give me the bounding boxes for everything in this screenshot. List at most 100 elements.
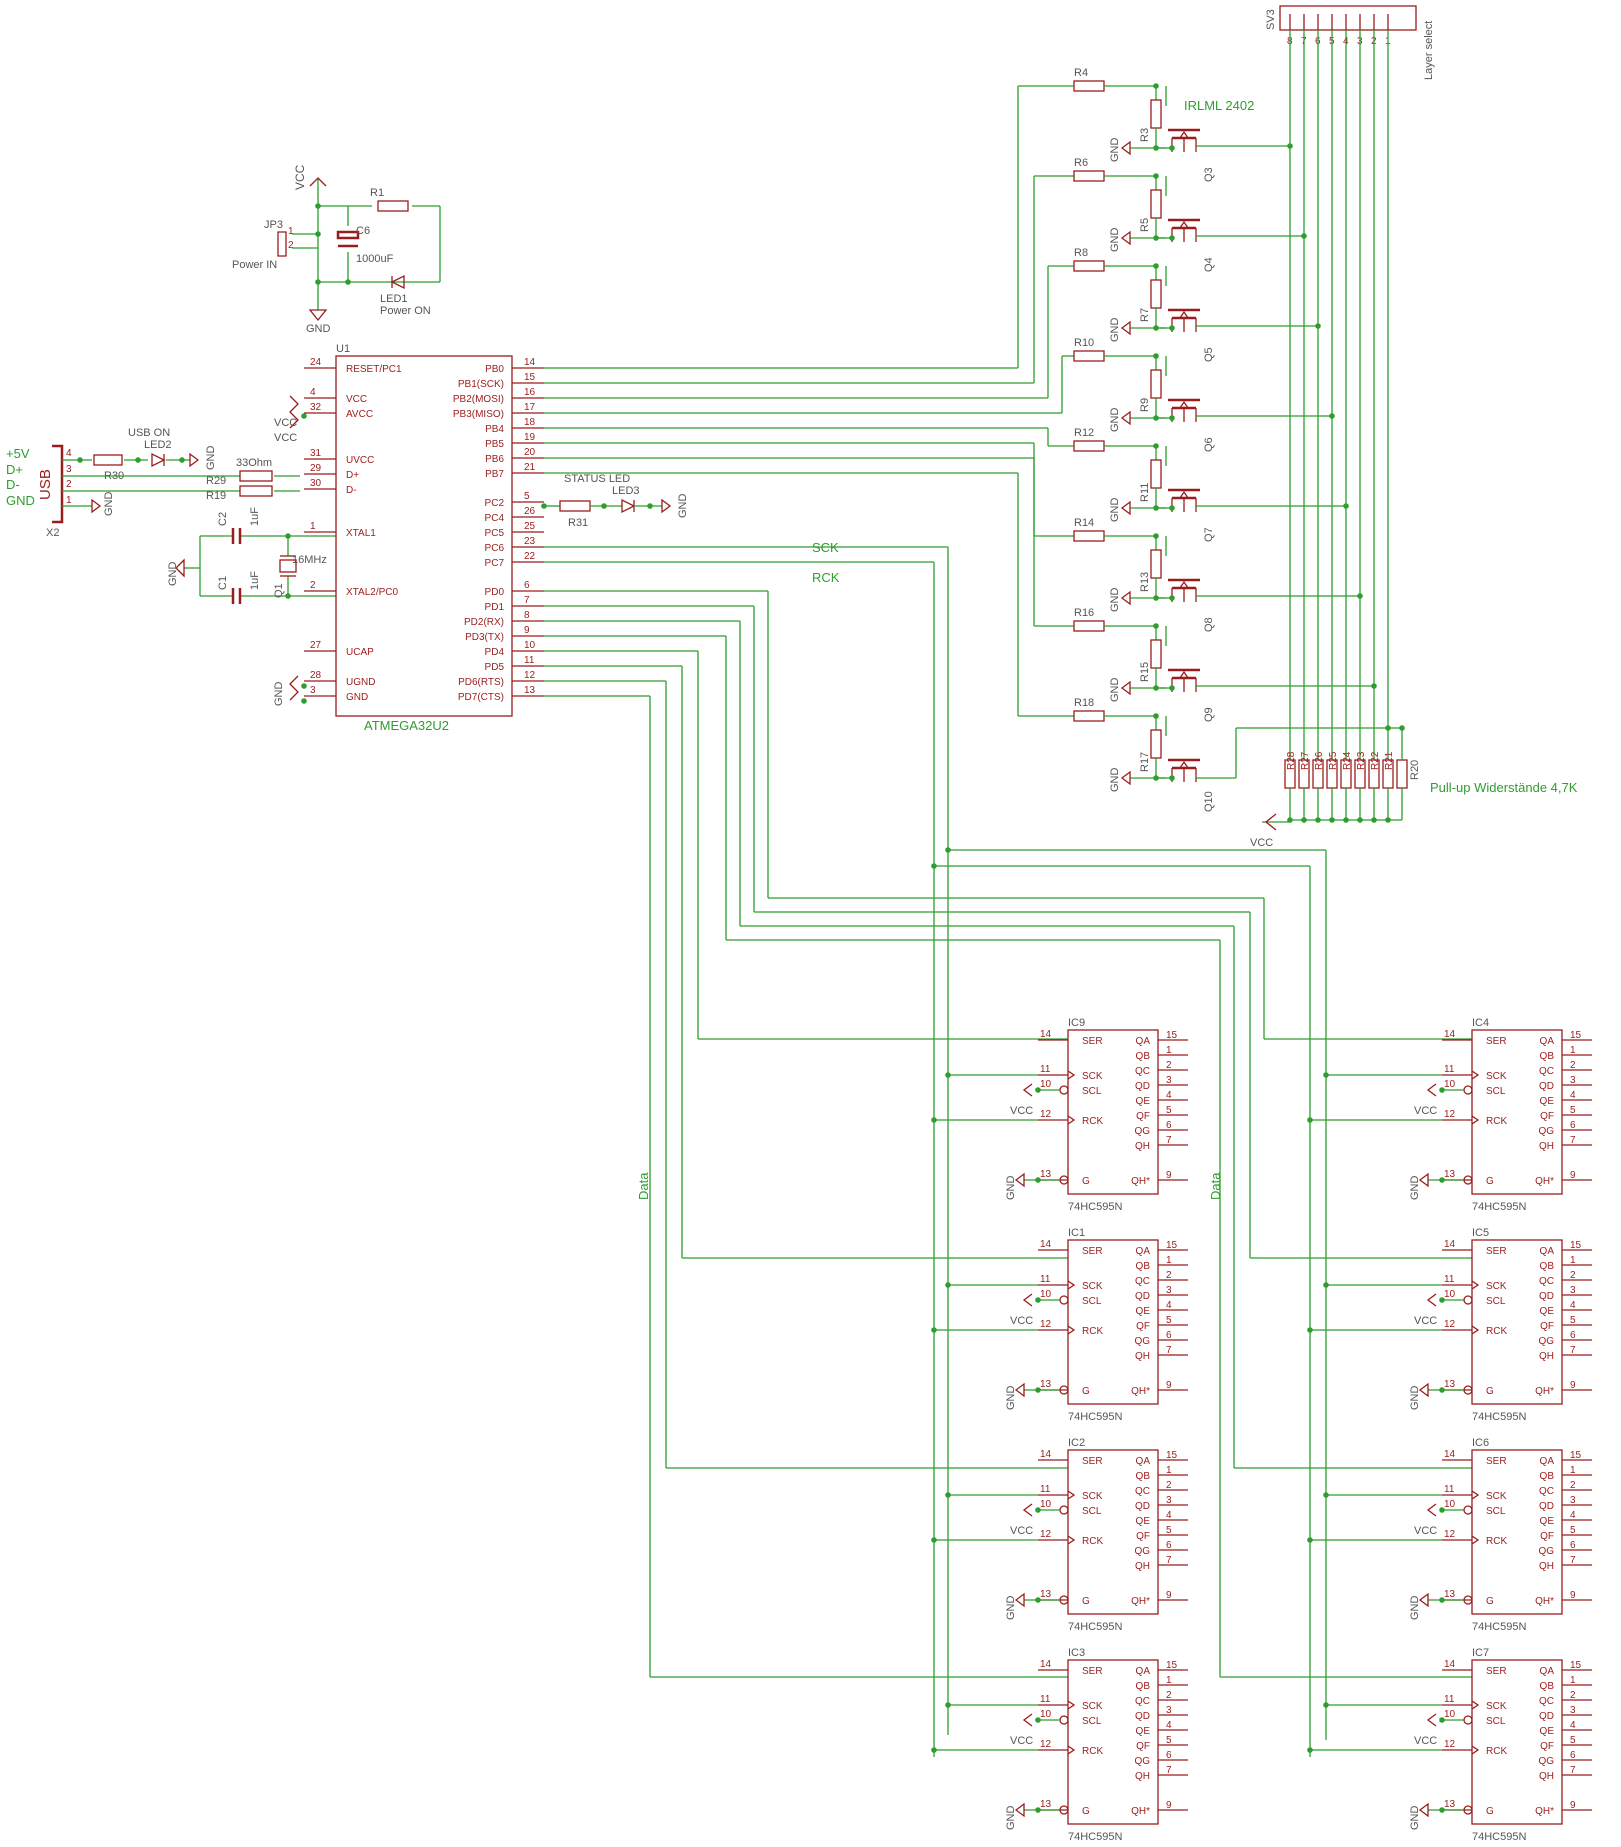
junction: [1307, 1747, 1313, 1753]
chip-ref-ic3: IC3: [1068, 1647, 1085, 1659]
vcc-arrow: [1426, 1503, 1437, 1517]
resistor-ref-r11: R11: [1139, 483, 1151, 502]
chip-left-pin-num: 14: [1444, 1659, 1456, 1670]
chip-left-pin-num: 11: [1444, 1484, 1455, 1495]
usb-pin-gnd: GND: [6, 493, 35, 508]
resistor-r16: [1073, 620, 1105, 632]
power-gnd-label: GND: [306, 323, 331, 335]
chip-left-pin-num: 12: [1040, 1739, 1052, 1750]
chip-left-pin-name: SCK: [1082, 1491, 1103, 1502]
chip-left-pin-num: 12: [1444, 1529, 1456, 1540]
layer-select-label: Layer select: [1423, 21, 1435, 80]
mcu-left-pin-num: 4: [310, 387, 316, 398]
chip-gnd: GND: [1409, 1806, 1421, 1831]
chip-right-pin-name: QA: [1136, 1246, 1151, 1257]
mcu-vcc-1: VCC: [274, 417, 297, 429]
gnd-symbol: [1120, 680, 1131, 696]
resistor-ref-r5: R5: [1139, 218, 1151, 232]
junction: [1439, 1597, 1445, 1603]
chip-right-pin-num: 3: [1166, 1705, 1172, 1716]
junction: [931, 1747, 937, 1753]
chip-left-pin-name: SCL: [1082, 1506, 1102, 1517]
chip-right-pin-name: QH*: [1131, 1176, 1150, 1187]
mcu-right-pin-num: 23: [524, 536, 536, 547]
pullup-resistor-r20: [1396, 759, 1408, 789]
shift-register-ic7: IC774HC595N14SER11SCK10SCL12RCK13GVCCGND…: [1307, 1647, 1592, 1843]
clock-triangle: [1067, 1070, 1076, 1080]
chip-left-pin-num: 11: [1040, 1484, 1051, 1495]
chip-vcc: VCC: [1414, 1315, 1437, 1327]
shift-register-ic2: IC274HC595N14SER11SCK10SCL12RCK13GVCCGND…: [931, 1437, 1188, 1633]
pullup-ref: R24: [1342, 751, 1353, 770]
chip-left-pin-name: SER: [1486, 1456, 1507, 1467]
led1-ref: LED1: [380, 293, 408, 305]
chip-right-pin-name: QC: [1539, 1066, 1554, 1077]
chip-ref-ic5: IC5: [1472, 1227, 1489, 1239]
chip-right-pin-num: 5: [1166, 1105, 1172, 1116]
chip-right-pin-name: QF: [1540, 1111, 1554, 1122]
chip-right-pin-num: 2: [1166, 1270, 1172, 1281]
chip-left-pin-num: 14: [1040, 1449, 1052, 1460]
chip-right-pin-num: 6: [1166, 1120, 1172, 1131]
shift-register-ic1: IC174HC595N14SER11SCK10SCL12RCK13GVCCGND…: [931, 1227, 1188, 1423]
junction: [1169, 775, 1175, 781]
mcu-right-pin-name: PC2: [485, 498, 505, 509]
chip-left-pin-name: SCK: [1082, 1071, 1103, 1082]
resistor-ref-r16: R16: [1074, 607, 1094, 619]
chip-right-pin-num: 1: [1166, 1465, 1172, 1476]
clock-triangle: [1471, 1490, 1480, 1500]
chip-left-pin-num: 12: [1444, 1319, 1456, 1330]
chip-right-pin-name: QG: [1134, 1546, 1150, 1557]
junction: [1307, 1537, 1313, 1543]
junction: [945, 1072, 951, 1078]
chip-right-pin-name: QE: [1540, 1516, 1555, 1527]
junction: [1301, 817, 1307, 823]
junction: [1169, 685, 1175, 691]
chip-right-pin-name: QD: [1135, 1291, 1150, 1302]
chip-right-pin-name: QF: [1136, 1531, 1150, 1542]
junction: [1439, 1297, 1445, 1303]
c2-value: 1uF: [249, 507, 261, 526]
gnd-symbol: [1418, 1802, 1429, 1818]
chip-left-pin-num: 14: [1040, 1239, 1052, 1250]
mcu-left-pin-name: AVCC: [346, 409, 373, 420]
mcu-left-pin-name: UGND: [346, 677, 375, 688]
mcu-right-pin-name: PC7: [485, 558, 505, 569]
chip-right-pin-name: QG: [1538, 1126, 1554, 1137]
mcu-atmega32u2: U1 ATMEGA32U2: [335, 343, 513, 733]
chip-left-pin-name: RCK: [1082, 1326, 1103, 1337]
shift-register-ic9: IC974HC595N14SER11SCK10SCL12RCK13GVCCGND…: [931, 1017, 1188, 1213]
chip-right-pin-name: QB: [1540, 1261, 1555, 1272]
chip-part: 74HC595N: [1472, 1411, 1526, 1423]
mcu-left-pin-num: 3: [310, 685, 316, 696]
inverted-bubble: [1059, 1715, 1069, 1725]
clock-triangle: [1067, 1325, 1076, 1335]
junction: [1439, 1087, 1445, 1093]
chip-body: [1067, 1659, 1159, 1825]
chip-right-pin-num: 5: [1570, 1105, 1576, 1116]
chip-right-pin-name: QE: [1540, 1726, 1555, 1737]
chip-vcc: VCC: [1010, 1735, 1033, 1747]
chip-left-pin-name: RCK: [1486, 1116, 1507, 1127]
gnd-symbol: [1014, 1802, 1025, 1818]
jp3-label: Power IN: [232, 259, 277, 271]
mcu-left-pin-num: 31: [310, 448, 322, 459]
chip-right-pin-name: QG: [1538, 1756, 1554, 1767]
chip-right-pin-name: QB: [1540, 1051, 1555, 1062]
inverted-bubble: [1463, 1715, 1473, 1725]
chip-right-pin-name: QC: [1135, 1486, 1150, 1497]
chip-right-pin-num: 4: [1166, 1300, 1172, 1311]
chip-right-pin-name: QA: [1540, 1246, 1555, 1257]
chip-right-pin-num: 9: [1570, 1380, 1576, 1391]
usb-text: USB: [37, 469, 54, 500]
chip-vcc: VCC: [1010, 1315, 1033, 1327]
gnd-symbol: [1418, 1592, 1429, 1608]
chip-left-pin-name: RCK: [1486, 1326, 1507, 1337]
resistor-ref-r3: R3: [1139, 128, 1151, 142]
q1-ref: Q1: [273, 583, 285, 598]
chip-left-pin-name: G: [1486, 1386, 1494, 1397]
mosfet-ref-q8: Q8: [1203, 617, 1215, 632]
shift-register-ic3: IC374HC595N14SER11SCK10SCL12RCK13GVCCGND…: [931, 1647, 1188, 1843]
